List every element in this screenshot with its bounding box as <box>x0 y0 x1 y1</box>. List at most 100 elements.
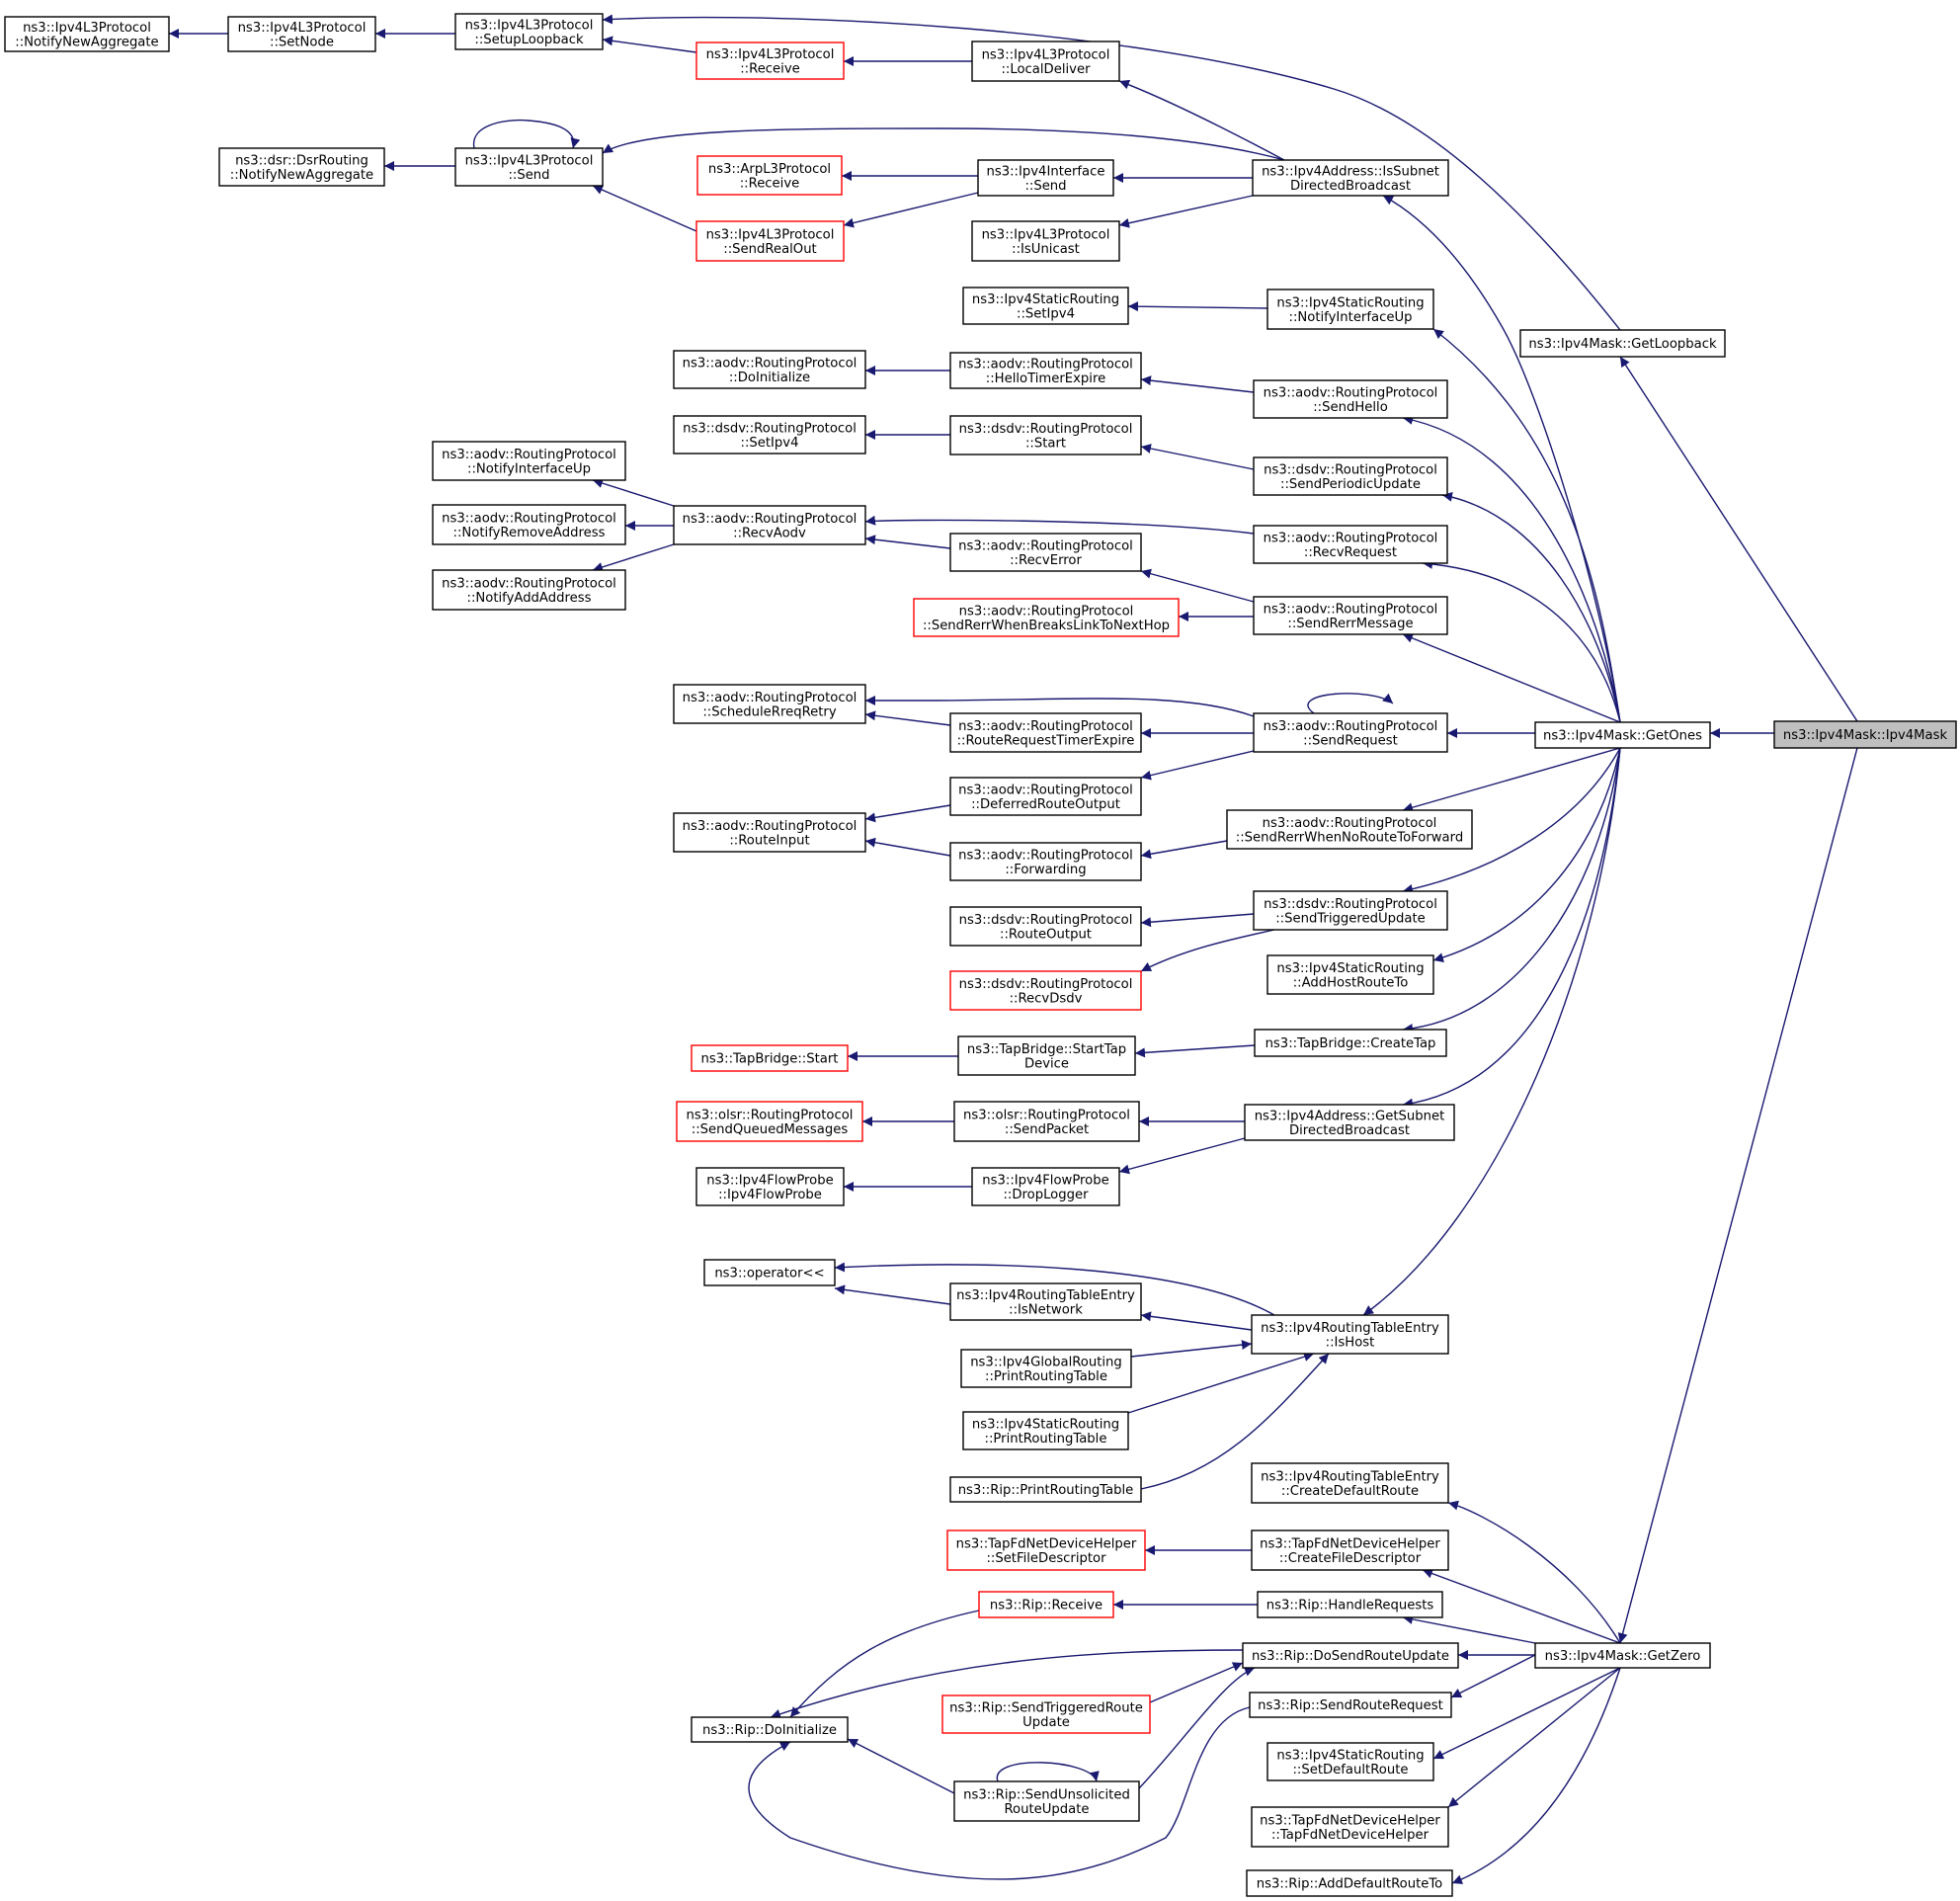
node-flow-droplogger[interactable]: ns3::Ipv4FlowProbe::DropLogger <box>971 1167 1120 1206</box>
node-global-print[interactable]: ns3::Ipv4GlobalRouting::PrintRoutingTabl… <box>960 1349 1132 1388</box>
node-rip-handlereq[interactable]: ns3::Rip::HandleRequests <box>1257 1591 1443 1618</box>
node-aodv-hellotimer[interactable]: ns3::aodv::RoutingProtocol::HelloTimerEx… <box>949 352 1142 389</box>
node-aodv-deferred[interactable]: ns3::aodv::RoutingProtocol::DeferredRout… <box>949 777 1142 816</box>
node-olsr-sendpacket[interactable]: ns3::olsr::RoutingProtocol::SendPacket <box>953 1101 1140 1142</box>
node-aodv-notifyremove[interactable]: ns3::aodv::RoutingProtocol::NotifyRemove… <box>432 504 626 545</box>
node-ipv4mask[interactable]: ns3::Ipv4Mask::Ipv4Mask <box>1773 720 1957 749</box>
node-issubnetdb[interactable]: ns3::Ipv4Address::IsSubnetDirectedBroadc… <box>1252 159 1449 197</box>
node-l3-setuploopback[interactable]: ns3::Ipv4L3Protocol::SetupLoopback <box>454 13 604 50</box>
node-static-setipv4[interactable]: ns3::Ipv4StaticRouting::SetIpv4 <box>962 287 1129 325</box>
edge-getones-to-createtap <box>1402 747 1621 1033</box>
node-rip-dosendroute[interactable]: ns3::Rip::DoSendRouteUpdate <box>1242 1642 1459 1669</box>
node-aodv-doinit[interactable]: ns3::aodv::RoutingProtocol::DoInitialize <box>673 350 866 389</box>
edge-getones-to-sendhello <box>1402 414 1621 723</box>
node-dsr-notifyagg[interactable]: ns3::dsr::DsrRouting::NotifyNewAggregate <box>218 147 385 187</box>
node-tap-start[interactable]: ns3::TapBridge::Start <box>691 1044 849 1072</box>
node-l3-localdeliver[interactable]: ns3::Ipv4L3Protocol::LocalDeliver <box>971 41 1120 82</box>
node-box <box>1251 1314 1449 1355</box>
node-olsr-sendqueued[interactable]: ns3::olsr::RoutingProtocol::SendQueuedMe… <box>676 1101 863 1142</box>
node-aodv-forwarding[interactable]: ns3::aodv::RoutingProtocol::Forwarding <box>949 842 1142 881</box>
edge-sendrealout-to-l3send <box>592 185 697 232</box>
node-rte-isnetwork[interactable]: ns3::Ipv4RoutingTableEntry::IsNetwork <box>949 1282 1142 1321</box>
node-aodv-rreqtimer[interactable]: ns3::aodv::RoutingProtocol::RouteRequest… <box>949 712 1142 753</box>
node-tapfd-ctor[interactable]: ns3::TapFdNetDeviceHelper::TapFdNetDevic… <box>1251 1806 1449 1848</box>
node-operator[interactable]: ns3::operator<< <box>703 1259 836 1286</box>
node-rte-createdefault[interactable]: ns3::Ipv4RoutingTableEntry::CreateDefaul… <box>1251 1462 1449 1504</box>
node-label: ns3::aodv::RoutingProtocol <box>1264 719 1438 734</box>
node-label: ::DoInitialize <box>729 371 810 385</box>
node-aodv-sendhello[interactable]: ns3::aodv::RoutingProtocol::SendHello <box>1253 379 1448 419</box>
node-static-addhost[interactable]: ns3::Ipv4StaticRouting::AddHostRouteTo <box>1266 954 1434 995</box>
node-box <box>691 1044 849 1072</box>
node-label: ::DropLogger <box>1003 1188 1089 1202</box>
node-static-print[interactable]: ns3::Ipv4StaticRouting::PrintRoutingTabl… <box>962 1411 1129 1450</box>
node-label: DirectedBroadcast <box>1290 179 1411 194</box>
node-getloopback[interactable]: ns3::Ipv4Mask::GetLoopback <box>1519 329 1726 358</box>
node-static-notifyifup[interactable]: ns3::Ipv4StaticRouting::NotifyInterfaceU… <box>1266 289 1434 330</box>
node-box <box>227 16 376 52</box>
node-label: ::SetFileDescriptor <box>986 1551 1106 1566</box>
node-dsdv-sendtriggered[interactable]: ns3::dsdv::RoutingProtocol::SendTriggere… <box>1253 890 1448 931</box>
node-arp-receive[interactable]: ns3::ArpL3Protocol::Receive <box>696 155 843 196</box>
node-box <box>696 155 843 196</box>
node-l3-send[interactable]: ns3::Ipv4L3Protocol::Send <box>454 147 604 187</box>
node-dsdv-start[interactable]: ns3::dsdv::RoutingProtocol::Start <box>949 415 1142 455</box>
edge-getzero-to-setdefault <box>1432 1667 1621 1760</box>
edge-getzero-to-createdefault <box>1447 1500 1621 1644</box>
node-dsdv-recvdsdv[interactable]: ns3::dsdv::RoutingProtocol::RecvDsdv <box>949 970 1142 1011</box>
node-if-send[interactable]: ns3::Ipv4Interface::Send <box>977 159 1114 197</box>
node-aodv-schedrreq[interactable]: ns3::aodv::RoutingProtocol::ScheduleRreq… <box>673 684 866 724</box>
node-label: ns3::operator<< <box>714 1267 824 1281</box>
node-flow-probe[interactable]: ns3::Ipv4FlowProbe::Ipv4FlowProbe <box>695 1167 845 1206</box>
node-dsdv-sendperiodic[interactable]: ns3::dsdv::RoutingProtocol::SendPeriodic… <box>1253 456 1448 496</box>
node-label: ns3::Ipv4StaticRouting <box>972 292 1119 307</box>
node-l3-receive[interactable]: ns3::Ipv4L3Protocol::Receive <box>695 41 845 80</box>
node-l3-sendrealout[interactable]: ns3::Ipv4L3Protocol::SendRealOut <box>695 220 845 262</box>
node-rip-sendrouterequest[interactable]: ns3::Rip::SendRouteRequest <box>1249 1692 1452 1718</box>
node-dsdv-setipv4[interactable]: ns3::dsdv::RoutingProtocol::SetIpv4 <box>673 415 866 455</box>
node-aodv-notifyadd[interactable]: ns3::aodv::RoutingProtocol::NotifyAddAdd… <box>432 569 626 611</box>
node-aodv-recvrequest[interactable]: ns3::aodv::RoutingProtocol::RecvRequest <box>1253 525 1448 564</box>
node-tapfd-setfd[interactable]: ns3::TapFdNetDeviceHelper::SetFileDescri… <box>946 1529 1146 1571</box>
node-box <box>1251 1462 1449 1504</box>
node-label: ::Start <box>1025 436 1066 451</box>
node-rip-adddefault[interactable]: ns3::Rip::AddDefaultRouteTo <box>1246 1869 1453 1897</box>
node-label: ::RecvDsdv <box>1010 991 1083 1006</box>
edge-getones-to-ishost <box>1362 747 1621 1316</box>
edge-line <box>592 543 675 572</box>
node-aodv-sendrequest[interactable]: ns3::aodv::RoutingProtocol::SendRequest <box>1253 712 1448 753</box>
node-static-setdefault[interactable]: ns3::Ipv4StaticRouting::SetDefaultRoute <box>1266 1742 1434 1781</box>
edge-ishost-to-operator <box>834 1262 1275 1316</box>
node-label: ::NotifyInterfaceUp <box>1289 310 1413 325</box>
node-rip-receive[interactable]: ns3::Rip::Receive <box>978 1591 1114 1618</box>
node-dsdv-routeoutput[interactable]: ns3::dsdv::RoutingProtocol::RouteOutput <box>949 906 1142 947</box>
node-getones[interactable]: ns3::Ipv4Mask::GetOnes <box>1534 721 1711 749</box>
node-label: ns3::TapFdNetDeviceHelper <box>956 1536 1137 1551</box>
node-tapfd-createfd[interactable]: ns3::TapFdNetDeviceHelper::CreateFileDes… <box>1251 1529 1449 1571</box>
node-label: ::Forwarding <box>1005 863 1086 877</box>
node-rip-doinit[interactable]: ns3::Rip::DoInitialize <box>691 1716 849 1743</box>
node-label: ns3::aodv::RoutingProtocol <box>958 538 1133 553</box>
node-aodv-senderrnoroute[interactable]: ns3::aodv::RoutingProtocol::SendRerrWhen… <box>1226 809 1473 850</box>
node-aodv-recvaodv[interactable]: ns3::aodv::RoutingProtocol::RecvAodv <box>673 505 866 545</box>
node-rte-ishost[interactable]: ns3::Ipv4RoutingTableEntry::IsHost <box>1251 1314 1449 1355</box>
node-aodv-notifyifup[interactable]: ns3::aodv::RoutingProtocol::NotifyInterf… <box>432 441 626 481</box>
node-label: ::HelloTimerExpire <box>986 372 1105 386</box>
node-tap-createtap[interactable]: ns3::TapBridge::CreateTap <box>1254 1029 1447 1057</box>
node-aodv-senderrbreaks[interactable]: ns3::aodv::RoutingProtocol::SendRerrWhen… <box>913 598 1180 637</box>
node-aodv-sendrerrmsg[interactable]: ns3::aodv::RoutingProtocol::SendRerrMess… <box>1253 596 1448 635</box>
node-getsubnetdb[interactable]: ns3::Ipv4Address::GetSubnetDirectedBroad… <box>1244 1104 1455 1141</box>
node-getzero[interactable]: ns3::Ipv4Mask::GetZero <box>1534 1642 1711 1669</box>
node-l3-setnode[interactable]: ns3::Ipv4L3Protocol::SetNode <box>227 16 376 52</box>
edge-line <box>592 478 675 507</box>
node-rip-print[interactable]: ns3::Rip::PrintRoutingTable <box>949 1476 1142 1503</box>
node-box <box>695 41 845 80</box>
node-label: ::NotifyRemoveAddress <box>453 526 606 540</box>
node-l3-notifyagg[interactable]: ns3::Ipv4L3Protocol::NotifyNewAggregate <box>4 16 170 52</box>
node-aodv-routeinput[interactable]: ns3::aodv::RoutingProtocol::RouteInput <box>673 812 866 853</box>
node-aodv-recverror[interactable]: ns3::aodv::RoutingProtocol::RecvError <box>949 533 1142 572</box>
node-l3-isunicast[interactable]: ns3::Ipv4L3Protocol::IsUnicast <box>971 220 1120 262</box>
